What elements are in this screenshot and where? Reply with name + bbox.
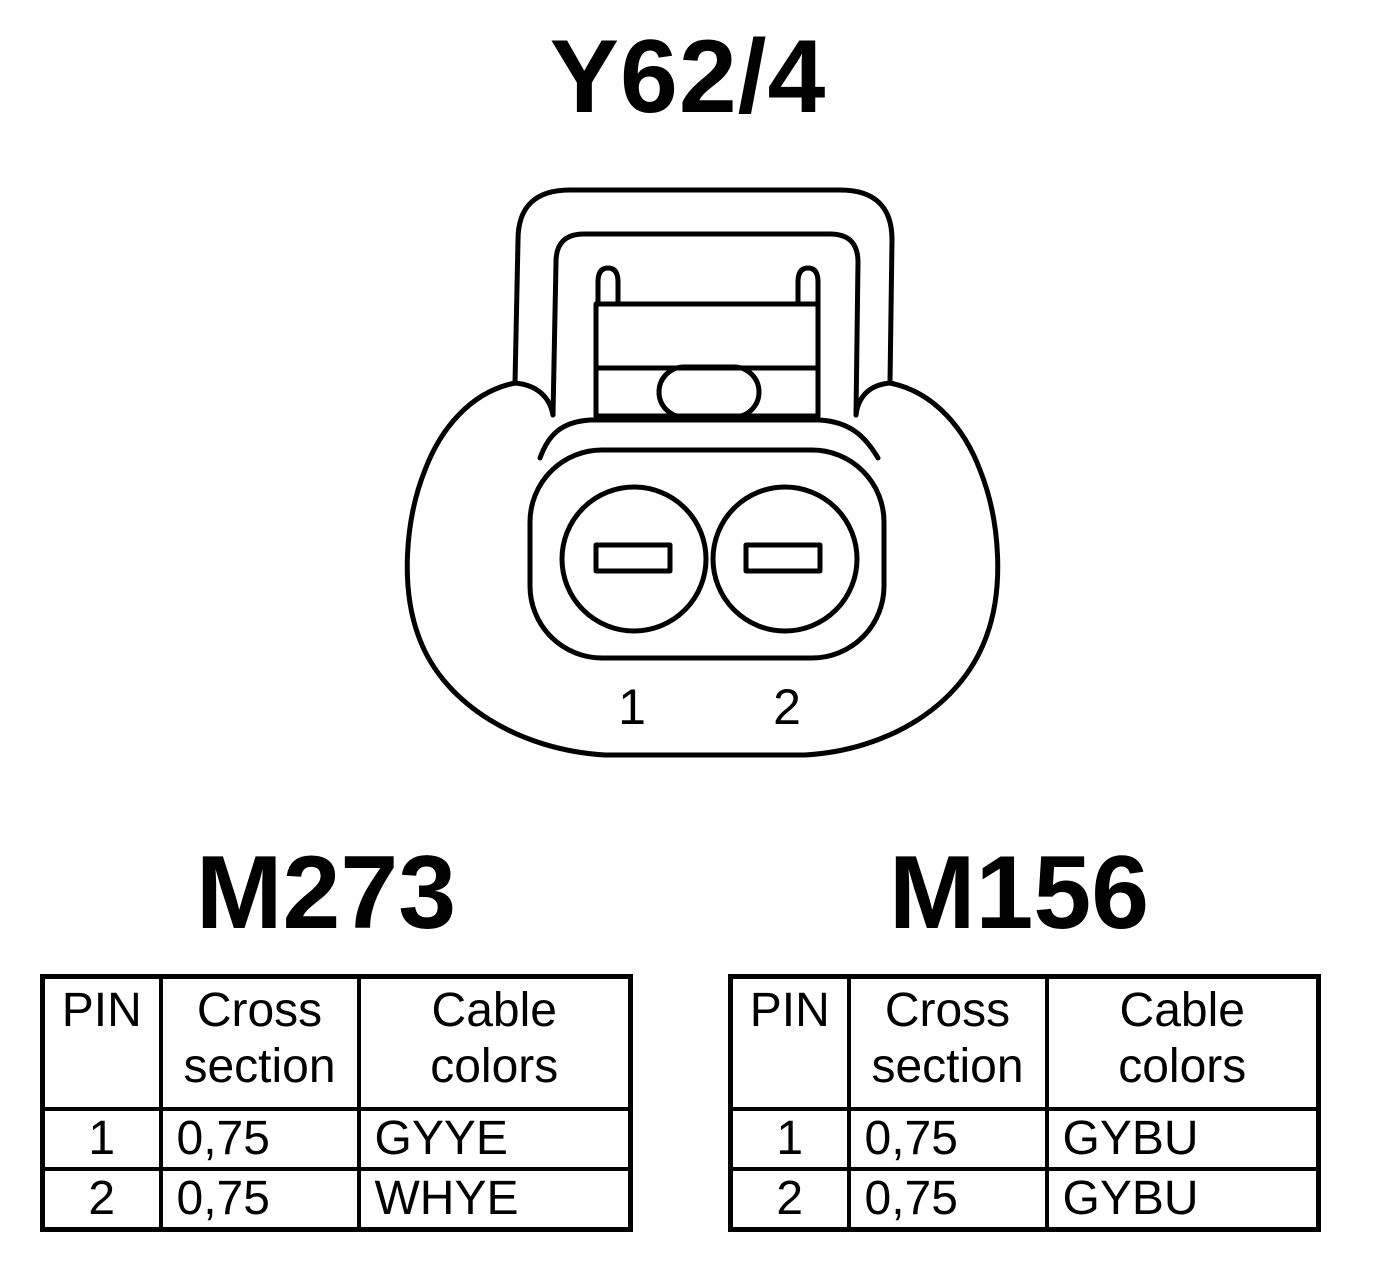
cell-pin: 2 xyxy=(40,1167,163,1232)
header-cross-section-line2: section xyxy=(183,1040,336,1093)
header-cable-colors-line1: Cable xyxy=(1119,984,1245,1037)
table-row: 1 0,75 GYBU xyxy=(728,1107,1321,1171)
header-cable-colors-line2: colors xyxy=(430,1040,559,1093)
latch-arch-inner xyxy=(550,231,861,418)
table-header-row: PIN Cross section Cable colors xyxy=(40,974,633,1111)
connector-housing-outline xyxy=(404,380,1001,758)
header-pin: PIN xyxy=(40,974,163,1111)
cell-cable-colors: GYBU xyxy=(1044,1107,1321,1171)
left-latch-post xyxy=(595,265,621,307)
table-row: 2 0,75 GYBU xyxy=(728,1167,1321,1232)
connector-diagram: 1 2 xyxy=(404,187,1001,758)
cell-pin: 1 xyxy=(728,1107,851,1171)
pin-table-left: PIN Cross section Cable colors 1 0,75 GY… xyxy=(40,974,633,1232)
engine-title-left: M273 xyxy=(195,835,457,951)
header-cross-section: Cross section xyxy=(846,974,1049,1111)
header-cable-colors: Cable colors xyxy=(1044,974,1321,1111)
pin-1-cavity xyxy=(559,484,709,634)
pin-2-contact xyxy=(743,542,823,574)
header-cross-section-line2: section xyxy=(871,1040,1024,1093)
right-shoulder-curl xyxy=(853,380,893,418)
cell-cable-colors: GYYE xyxy=(356,1107,633,1171)
right-latch-post xyxy=(795,265,821,307)
cell-cross-section: 0,75 xyxy=(846,1167,1049,1232)
header-cross-section: Cross section xyxy=(158,974,361,1111)
cell-cable-colors: GYBU xyxy=(1044,1167,1321,1232)
terminal-cavity-surround xyxy=(527,447,887,661)
table-row: 2 0,75 WHYE xyxy=(40,1167,633,1232)
cell-cross-section: 0,75 xyxy=(158,1167,361,1232)
header-cross-section-line1: Cross xyxy=(884,984,1011,1037)
table-header-row: PIN Cross section Cable colors xyxy=(728,974,1321,1111)
pin-1-label: 1 xyxy=(618,679,646,735)
cell-pin: 2 xyxy=(728,1167,851,1232)
header-cable-colors-line1: Cable xyxy=(431,984,557,1037)
engine-title-right: M156 xyxy=(888,835,1150,951)
connector-title: Y62/4 xyxy=(549,19,827,135)
header-cable-colors-line2: colors xyxy=(1118,1040,1247,1093)
pin-2-cavity xyxy=(710,484,860,634)
cell-pin: 1 xyxy=(40,1107,163,1171)
left-shoulder-curl xyxy=(512,380,556,418)
pin-2-label: 2 xyxy=(773,679,801,735)
header-cable-colors: Cable colors xyxy=(356,974,633,1111)
cell-cable-colors: WHYE xyxy=(356,1167,633,1232)
cell-cross-section: 0,75 xyxy=(846,1107,1049,1171)
header-pin: PIN xyxy=(728,974,851,1111)
latch-oval xyxy=(656,364,762,420)
table-row: 1 0,75 GYYE xyxy=(40,1107,633,1171)
header-cross-section-line1: Cross xyxy=(196,984,323,1037)
pin-table-right: PIN Cross section Cable colors 1 0,75 GY… xyxy=(728,974,1321,1232)
inner-shelf xyxy=(537,417,881,461)
latch-arch-outer xyxy=(512,187,895,386)
pin-1-contact xyxy=(593,542,673,574)
latch-plate xyxy=(593,301,821,419)
cell-cross-section: 0,75 xyxy=(158,1107,361,1171)
